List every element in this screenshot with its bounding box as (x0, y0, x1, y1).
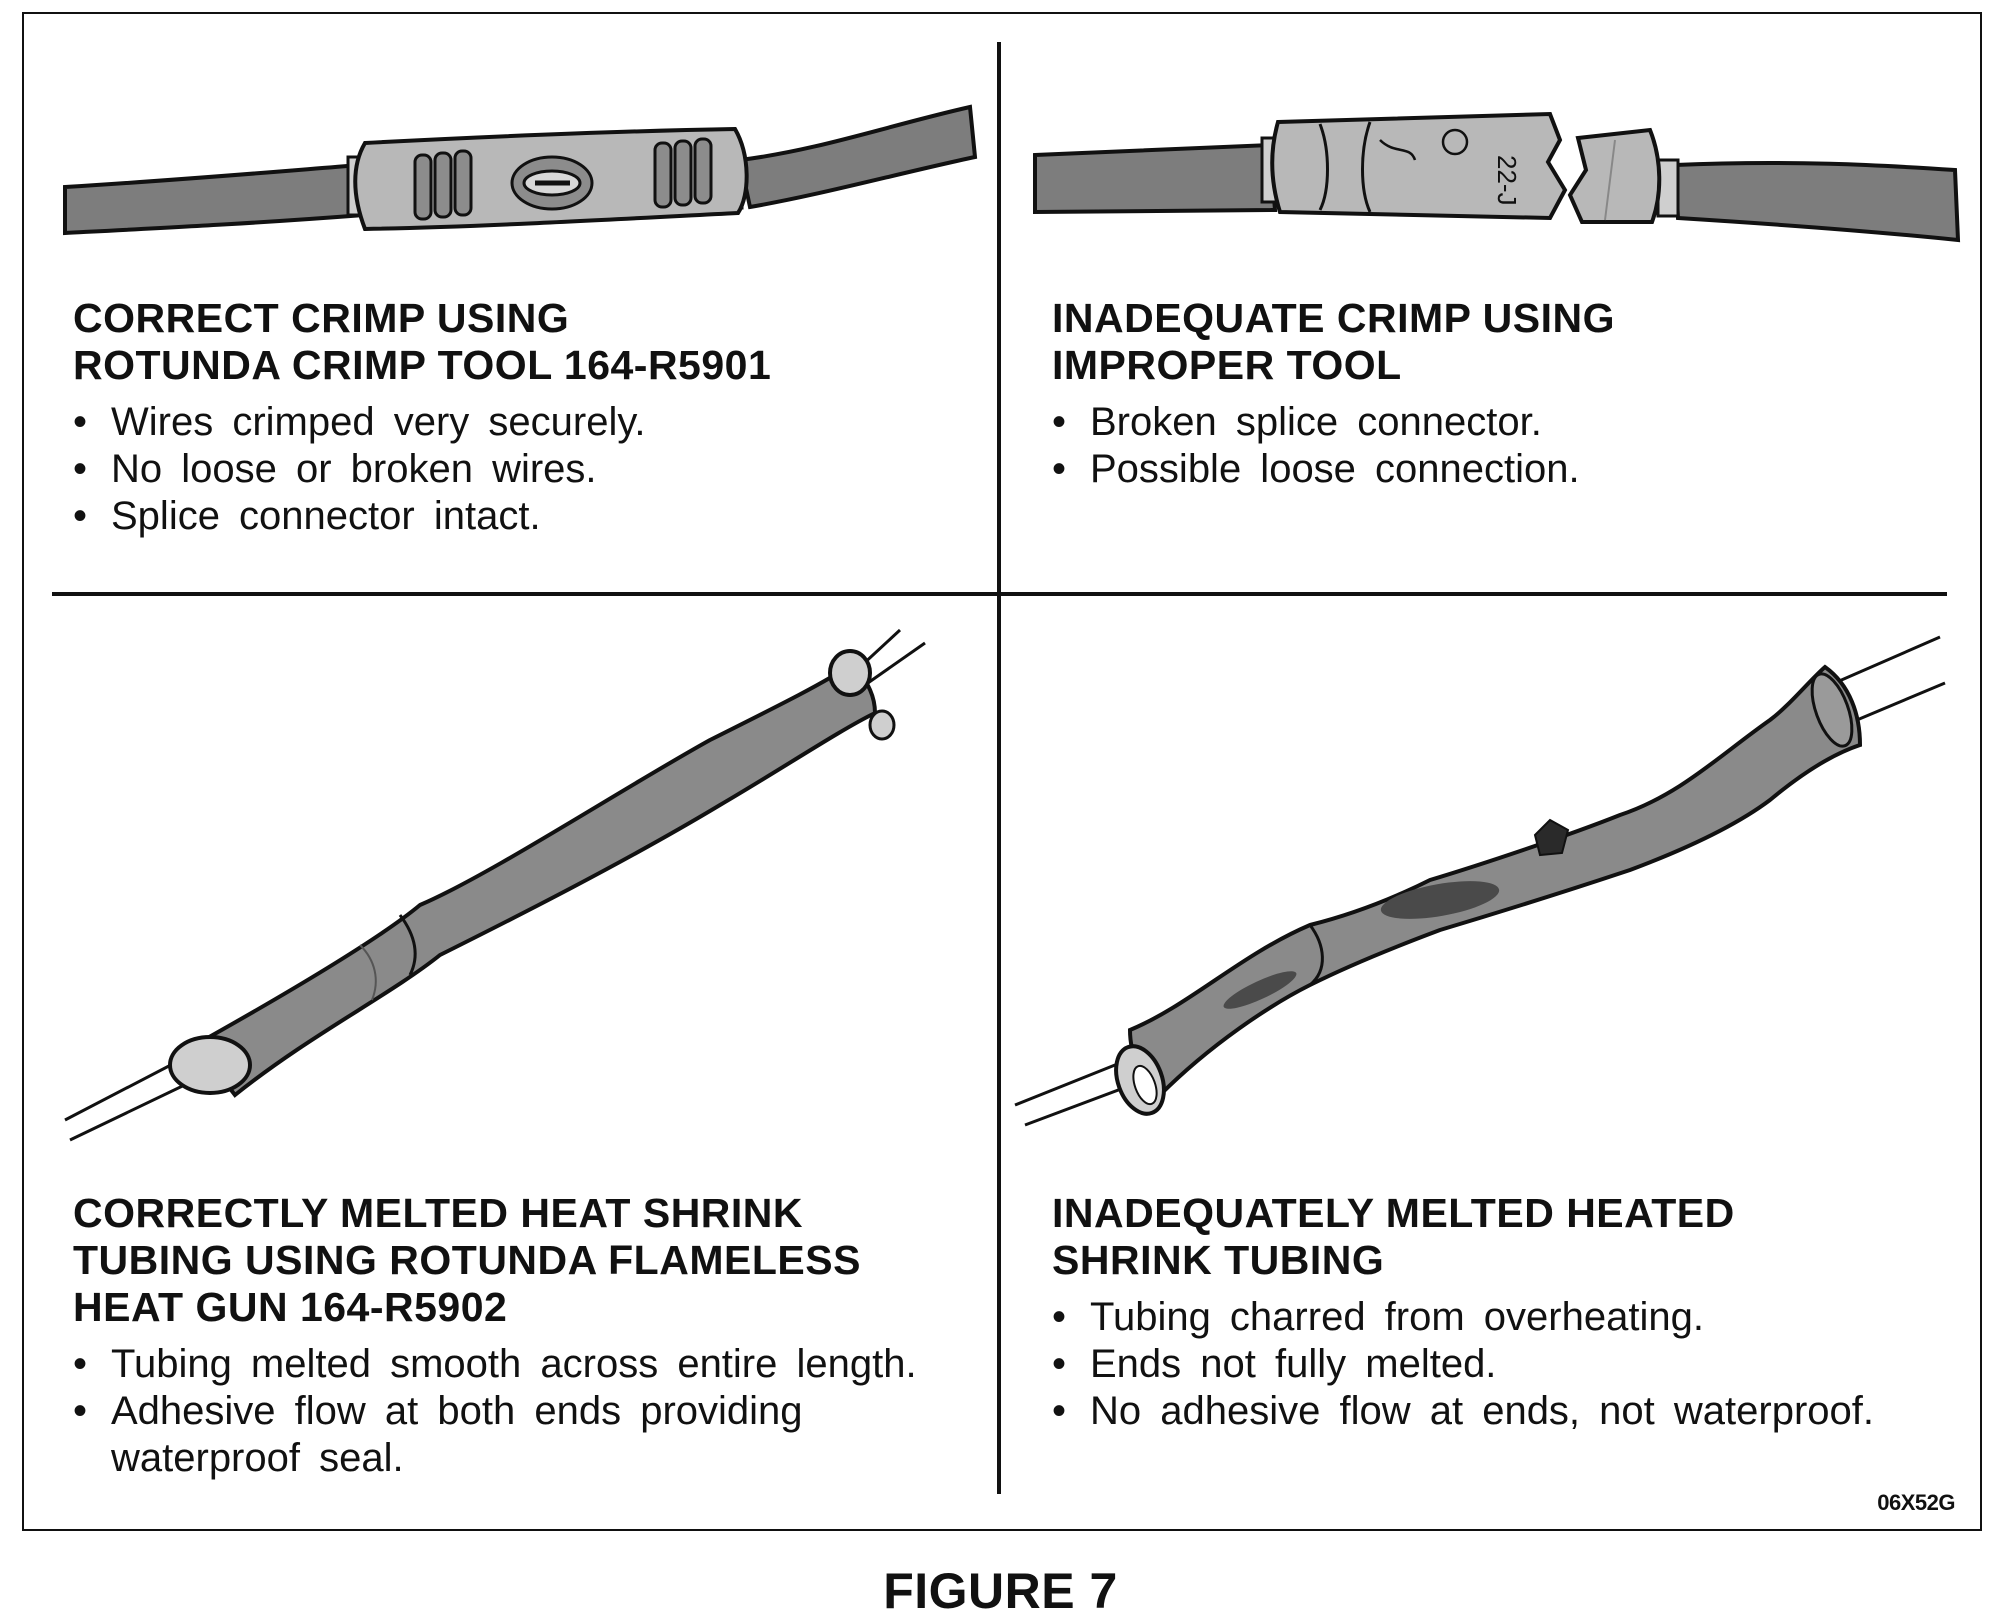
bullet-item: Splice connector intact. (73, 493, 1003, 540)
bullet-item: No adhesive flow at ends, not waterproof… (1052, 1388, 1982, 1435)
heading-line: SHRINK TUBING (1052, 1237, 1385, 1283)
left-wire (63, 162, 367, 236)
heading-line: CORRECT CRIMP USING (73, 295, 570, 341)
bullet-item: Broken splice connector. (1052, 399, 1982, 446)
figure-caption: FIGURE 7 (883, 1563, 1118, 1619)
heading-line: CORRECTLY MELTED HEAT SHRINK (73, 1190, 804, 1236)
bullet-list: Tubing melted smooth across entire lengt… (73, 1341, 1003, 1482)
panel-heading: CORRECTLY MELTED HEAT SHRINK TUBING USIN… (73, 1190, 1003, 1331)
bullet-item: Wires crimped very securely. (73, 399, 1003, 446)
bullet-item: Ends not fully melted. (1052, 1341, 1982, 1388)
panel-correct-crimp: CORRECT CRIMP USING ROTUNDA CRIMP TOOL 1… (73, 295, 1003, 540)
horizontal-divider (52, 592, 1947, 596)
bullet-list: Wires crimped very securely. No loose or… (73, 399, 1003, 540)
panel-correct-heat-shrink: CORRECTLY MELTED HEAT SHRINK TUBING USIN… (73, 1190, 1003, 1482)
panel-inadequate-crimp: INADEQUATE CRIMP USING IMPROPER TOOL Bro… (1052, 295, 1982, 493)
right-wire (737, 104, 978, 210)
panel-inadequate-heat-shrink: INADEQUATELY MELTED HEATED SHRINK TUBING… (1052, 1190, 1982, 1435)
heading-line: HEAT GUN 164-R5902 (73, 1284, 508, 1330)
bullet-item: Tubing melted smooth across entire lengt… (73, 1341, 1003, 1388)
char-mark (1380, 881, 1500, 919)
heading-line: TUBING USING ROTUNDA FLAMELESS (73, 1237, 861, 1283)
bullet-item: Adhesive flow at both ends providing wat… (73, 1388, 891, 1482)
bullet-list: Tubing charred from overheating. Ends no… (1052, 1294, 1982, 1435)
inadequate-crimp-illustration: 22-J (1033, 111, 1961, 243)
bullet-item: Possible loose connection. (1052, 446, 1982, 493)
panel-heading: INADEQUATE CRIMP USING IMPROPER TOOL (1052, 295, 1982, 389)
heading-line: INADEQUATE CRIMP USING (1052, 295, 1616, 341)
figure-frame (22, 12, 1982, 1531)
adhesive-flow-bottom (168, 1035, 252, 1095)
bullet-item: No loose or broken wires. (73, 446, 1003, 493)
correct-heat-shrink-illustration (64, 628, 926, 1142)
correct-crimp-illustration (63, 104, 978, 236)
heat-shrink-tube (192, 662, 878, 1098)
right-wire (1672, 160, 1961, 243)
heading-line: ROTUNDA CRIMP TOOL 164-R5901 (73, 342, 772, 388)
figure-code: 06X52G (1877, 1490, 1955, 1515)
panel-heading: CORRECT CRIMP USING ROTUNDA CRIMP TOOL 1… (73, 295, 1003, 389)
heading-line: IMPROPER TOOL (1052, 342, 1402, 388)
heading-line: INADEQUATELY MELTED HEATED (1052, 1190, 1735, 1236)
left-wire (1033, 142, 1278, 215)
broken-splice-connector (1270, 111, 1568, 221)
vertical-divider (997, 42, 1001, 1494)
bullet-list: Broken splice connector. Possible loose … (1052, 399, 1982, 493)
bullet-item: Tubing charred from overheating. (1052, 1294, 1982, 1341)
panel-heading: INADEQUATELY MELTED HEATED SHRINK TUBING (1052, 1190, 1982, 1284)
inadequate-heat-shrink-illustration (1014, 635, 1946, 1127)
adhesive-flow-top (828, 649, 872, 697)
charred-heat-shrink-tube (1127, 664, 1863, 1098)
connector-marking: 22-J (1492, 155, 1522, 206)
